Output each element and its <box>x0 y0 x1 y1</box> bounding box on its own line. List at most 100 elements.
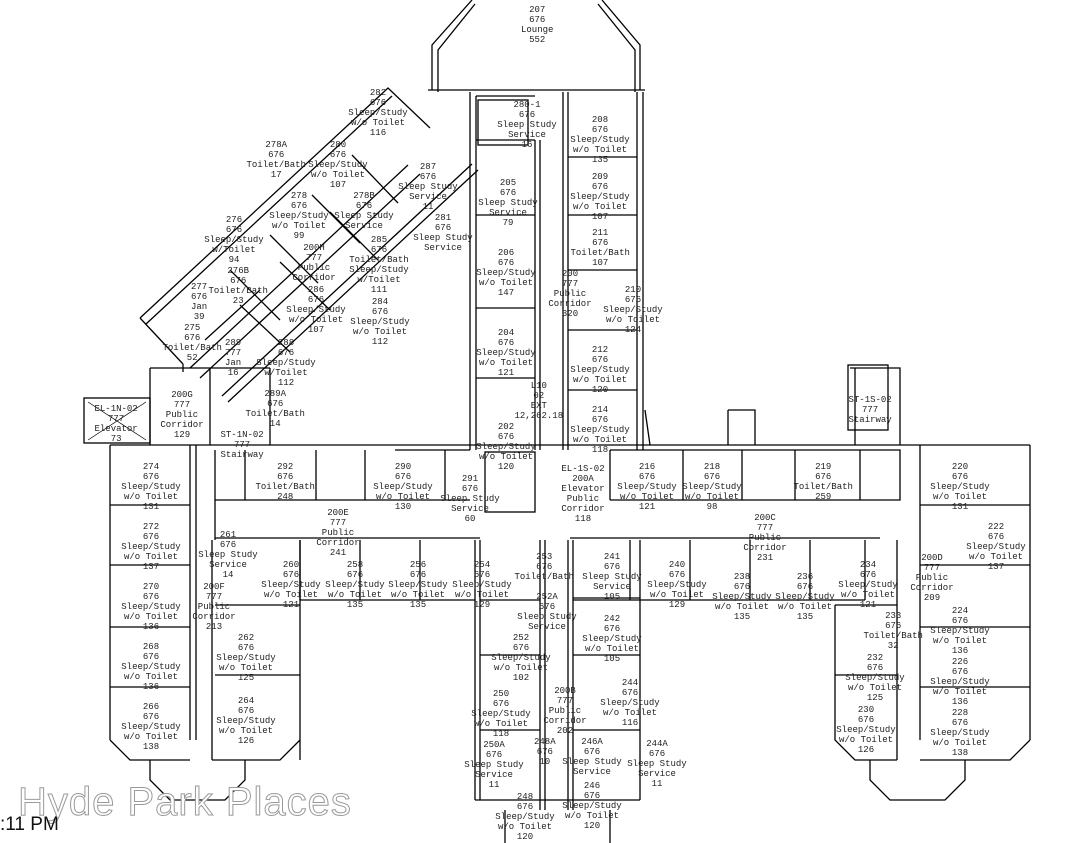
room-detail: Sleep/Study w/o Toilet <box>617 482 677 502</box>
room-detail: 777 <box>173 400 191 410</box>
room-number: 287 <box>419 162 437 172</box>
room-detail: 676 <box>703 472 721 482</box>
room-number: 280-1 <box>513 100 541 110</box>
room-number: 290 <box>394 462 412 472</box>
room-detail: Sleep/Study w/o Toilet <box>476 348 536 368</box>
room-detail: Toilet/Bath <box>255 482 315 492</box>
room-number: 275 <box>184 323 201 333</box>
room-number: 261 <box>219 530 237 540</box>
room-detail: 116 <box>369 128 387 138</box>
room-detail: 126 <box>857 745 875 755</box>
room-detail: 12,262.18 <box>514 411 564 421</box>
room-number: 270 <box>142 582 160 592</box>
room-detail: 136 <box>142 682 160 692</box>
room-detail: 676 <box>859 570 877 580</box>
room-detail: EXT <box>530 401 547 411</box>
room-detail: 11 <box>651 779 663 789</box>
room-detail: 676 <box>536 562 553 572</box>
room-number: 232 <box>866 653 884 663</box>
room-detail: 676 <box>624 295 642 305</box>
room-detail: 98 <box>706 502 718 512</box>
room-number: 205 <box>499 178 517 188</box>
room-detail: Sleep Study Service <box>398 182 458 202</box>
room-detail: 111 <box>370 285 388 295</box>
room-detail: 135 <box>346 600 364 610</box>
room-number: 250A <box>483 740 505 750</box>
room-detail: 676 <box>419 172 437 182</box>
room-number: 246A <box>581 737 603 747</box>
room-number: 289A <box>264 389 287 399</box>
room-number: 278 <box>290 191 308 201</box>
room-detail: 121 <box>638 502 656 512</box>
room-number: 272 <box>142 522 160 532</box>
room-detail: Public Corridor <box>292 263 336 283</box>
room-detail: Sleep/Study w/Toilet <box>349 265 409 285</box>
north-wing-walls <box>469 92 644 450</box>
room-detail: 676 <box>370 245 388 255</box>
room-detail: Sleep/Study w/o Toilet <box>562 801 622 821</box>
left-wing-walls <box>109 445 301 761</box>
room-detail: Sleep/Study w/o Toilet <box>325 580 385 600</box>
room-detail: 125 <box>866 693 884 703</box>
room-detail: 676 <box>512 643 530 653</box>
room-detail: 11 <box>488 780 500 790</box>
room-detail: 136 <box>951 697 969 707</box>
room-detail: 136 <box>142 622 160 632</box>
room-detail: Sleep/Study w/o Toilet <box>570 425 630 445</box>
room-detail: 126 <box>237 736 255 746</box>
room-detail: Sleep/Study w/o Toilet <box>261 580 321 600</box>
room-detail: 676 <box>603 624 621 634</box>
room-detail: Sleep/Study w/o Toilet <box>476 442 536 462</box>
room-number: 200D <box>921 553 943 563</box>
room-detail: Elevator <box>94 424 138 434</box>
room-detail: Sleep/Study w/o Toilet <box>286 305 346 325</box>
room-detail: 138 <box>951 748 969 758</box>
room-number: 238 <box>733 572 751 582</box>
room-number: 206 <box>497 248 515 258</box>
room-number: 226 <box>951 657 969 667</box>
room-detail: 118 <box>591 445 609 455</box>
room-detail: Sleep/Study w/o Toilet <box>930 482 990 502</box>
room-detail: 213 <box>205 622 223 632</box>
room-detail: Lounge <box>521 25 554 35</box>
room-detail: 107 <box>307 325 325 335</box>
room-number: 252A <box>536 592 558 602</box>
room-detail: 676 <box>355 201 373 211</box>
room-detail: Sleep/Study w/o Toilet <box>476 268 536 288</box>
elevator-x <box>87 401 147 441</box>
room-number: 214 <box>591 405 609 415</box>
room-number: ST-1S-02 <box>848 395 892 405</box>
room-detail: 124 <box>624 325 642 335</box>
room-number: 260 <box>282 560 300 570</box>
room-number: 252 <box>512 633 530 643</box>
elevator-shaft-left <box>83 397 151 444</box>
room-detail: Toilet/Bath <box>208 286 268 296</box>
room-detail: Sleep/Study w/o Toilet <box>582 634 642 654</box>
room-number: 218 <box>703 462 721 472</box>
room-number: 208 <box>591 115 609 125</box>
room-number: 254 <box>473 560 491 570</box>
room-detail: 777 <box>862 405 879 415</box>
room-detail: 118 <box>574 514 592 524</box>
room-detail: 137 <box>987 562 1005 572</box>
room-detail: 147 <box>497 288 515 298</box>
